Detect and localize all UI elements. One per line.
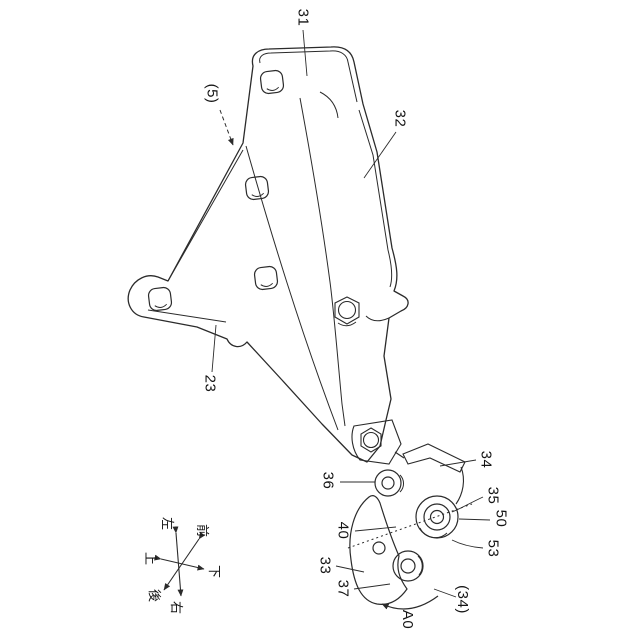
roller-upper <box>374 469 404 497</box>
roller-main <box>415 495 459 539</box>
leader-32 <box>363 131 397 179</box>
compass-label-down: 下 <box>207 564 223 579</box>
roller-bracket-plate <box>349 495 408 605</box>
ref-label-50: 50 <box>492 509 510 528</box>
ref-label-A0: A0 <box>399 609 417 630</box>
lower-flange <box>351 419 402 465</box>
ref-label-53: 53 <box>484 539 502 558</box>
ref-label-40: 40 <box>334 521 352 540</box>
ref-label-31: 31 <box>294 8 312 27</box>
compass-label-rear: 後 <box>147 588 163 603</box>
leader-34 <box>439 459 477 467</box>
compass-label-front: 前 <box>195 523 211 538</box>
ref-label-35: 35 <box>484 486 502 505</box>
bolt-middle <box>334 296 360 327</box>
leader-31 <box>302 29 308 77</box>
roller-lower <box>392 550 424 582</box>
bracket-inner-contours <box>147 50 393 431</box>
reference-arrow-5 <box>219 109 234 146</box>
guide-tab <box>394 443 466 505</box>
ref-label-5: (5) <box>203 83 221 104</box>
compass-axis-front-rear <box>163 531 206 591</box>
ref-label-33: 33 <box>316 556 334 575</box>
ref-label-37: 37 <box>334 579 352 598</box>
ref-label-32: 32 <box>391 109 409 128</box>
compass-label-left: 左 <box>160 516 176 531</box>
direction-compass <box>153 526 206 597</box>
leader-34b <box>433 588 457 598</box>
hole-top <box>259 69 285 95</box>
leader-35 <box>451 496 484 513</box>
hole-lower <box>253 265 279 291</box>
leader-33 <box>335 565 365 573</box>
motion-arrow-A0 <box>381 595 439 610</box>
hole-middle <box>244 175 270 201</box>
leader-53 <box>451 539 484 549</box>
leader-50 <box>458 518 491 521</box>
leader-lines <box>211 29 491 598</box>
leader-23 <box>211 324 217 373</box>
ref-label-36: 36 <box>319 471 337 490</box>
compass-axis-left-right <box>172 526 184 597</box>
ref-label-34: 34 <box>477 450 495 469</box>
hole-wing <box>147 286 173 312</box>
leader-40 <box>354 526 397 532</box>
bracket-main-outline <box>127 46 409 463</box>
ref-label-23: 23 <box>201 374 219 393</box>
leader-37 <box>353 583 391 590</box>
mounting-holes <box>147 69 285 312</box>
roller-axis-dotted-line <box>347 503 473 549</box>
compass-label-right: 右 <box>169 600 185 615</box>
compass-label-up: 上 <box>143 551 159 566</box>
ref-label-34b: (34) <box>453 585 471 614</box>
